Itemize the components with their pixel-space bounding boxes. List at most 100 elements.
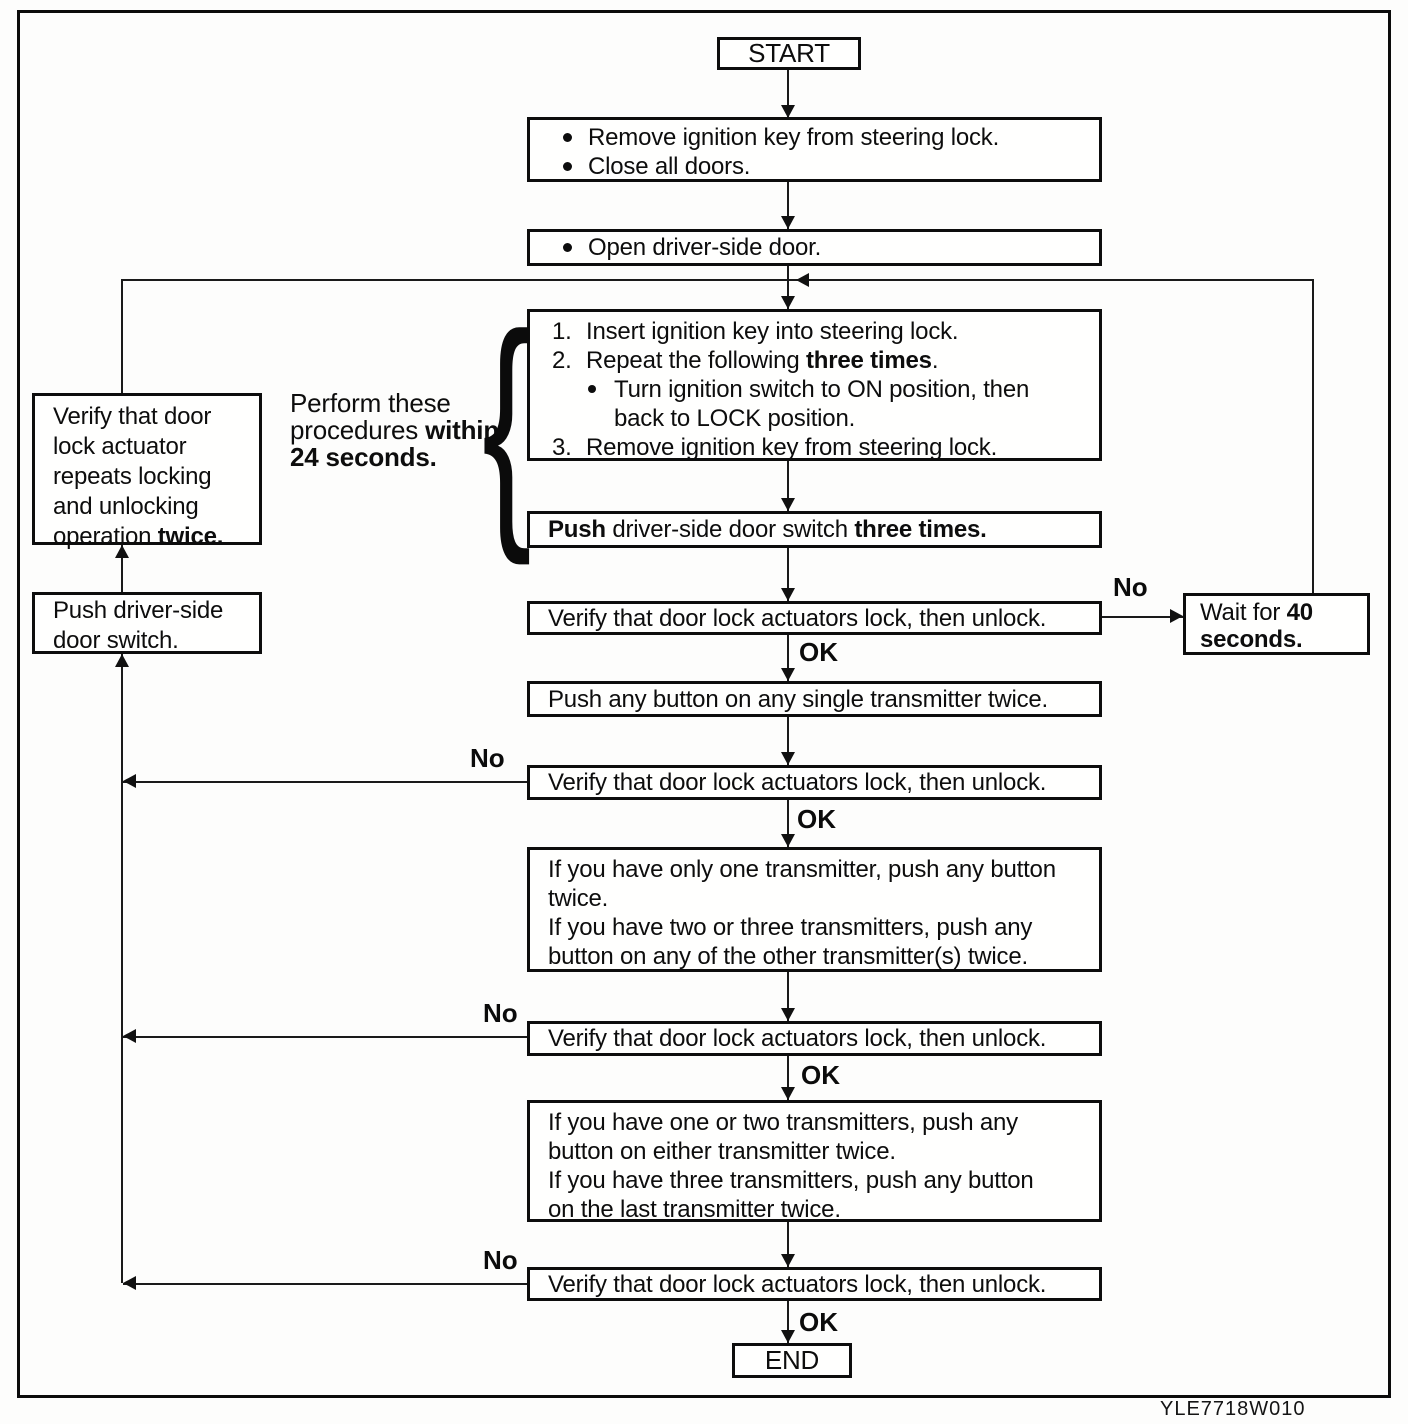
bullet-icon (588, 385, 596, 393)
connector-line (787, 972, 789, 1021)
arrowhead-down-icon (781, 498, 795, 511)
note-text-bold: 24 seconds. (290, 442, 437, 472)
ok-label: OK (799, 637, 838, 667)
connector-line (787, 182, 789, 229)
connector-line (787, 266, 789, 309)
node-verify-4: Verify that door lock actuators lock, th… (527, 1267, 1102, 1301)
node-verify-actuator-twice: Verify that door lock actuator repeats l… (32, 393, 262, 550)
arrowhead-down-icon (781, 216, 795, 229)
no-branch-line (123, 1283, 527, 1285)
step-text: Push driver-side (53, 597, 224, 624)
arrowhead-left-icon (123, 1029, 136, 1043)
feedback-line (121, 654, 123, 1283)
step-text: repeats locking (53, 463, 212, 490)
step-text: Close all doors. (588, 153, 751, 180)
node-push-door-switch: Push driver-side door switch. (32, 592, 262, 654)
step-text: twice. (548, 885, 609, 912)
arrowhead-right-icon (1170, 609, 1183, 623)
connector-line (787, 70, 789, 118)
node-verify-3: Verify that door lock actuators lock, th… (527, 1021, 1102, 1056)
step-text-part: . (931, 347, 939, 374)
step-text: Push driver-side door switch three times… (548, 515, 987, 544)
step-text: Turn ignition switch to ON position, the… (614, 376, 1030, 403)
node-verify-1: Verify that door lock actuators lock, th… (527, 601, 1102, 635)
arrowhead-down-icon (781, 1087, 795, 1100)
connector-line (787, 461, 789, 511)
node-last-transmitter: If you have one or two transmitters, pus… (527, 1100, 1102, 1223)
ok-label: OK (799, 1307, 838, 1337)
arrowhead-down-icon (781, 296, 795, 309)
no-branch-line (1102, 616, 1183, 618)
step-text-bold: 40 (1286, 599, 1313, 626)
arrowhead-up-icon (115, 654, 129, 667)
note-line: procedures within (290, 417, 499, 444)
step-number: 1. (552, 318, 572, 345)
wait-line: Wait for 40 (1200, 599, 1367, 626)
no-label: No (483, 1245, 518, 1275)
step-text: Verify that door (53, 403, 212, 430)
step-text-bold: three times. (854, 516, 987, 543)
step-text: Insert ignition key into steering lock. (586, 318, 959, 345)
note-text-part: procedures (290, 415, 426, 445)
figure-code: YLE7718W010 (1160, 1398, 1306, 1420)
node-verify-2: Verify that door lock actuators lock, th… (527, 765, 1102, 800)
step-text: and unlocking (53, 493, 199, 520)
no-label: No (483, 998, 518, 1028)
arrowhead-down-icon (781, 105, 795, 118)
connector-line (787, 1301, 789, 1343)
connector-line (121, 545, 123, 592)
numbered-step: 1. Insert ignition key into steering loc… (552, 317, 1099, 346)
step-text: Push any button on any single transmitte… (548, 685, 1049, 713)
step-text: button on either transmitter twice. (548, 1138, 896, 1165)
step-text: If you have only one transmitter, push a… (548, 856, 1056, 883)
arrowhead-down-icon (781, 1254, 795, 1267)
note-line: 24 seconds. (290, 444, 499, 471)
feedback-line (1312, 279, 1314, 593)
step-number: 3. (552, 434, 572, 461)
no-branch-line (123, 781, 527, 783)
ok-label: OK (801, 1060, 840, 1090)
connector-line (787, 635, 789, 681)
ok-label: OK (797, 804, 836, 834)
step-text: operation twice. (53, 522, 259, 552)
step-text-bold: three times (805, 347, 932, 374)
arrowhead-down-icon (781, 1008, 795, 1021)
connector-line (787, 1222, 789, 1267)
arrowhead-left-icon (796, 273, 809, 287)
node-end: END (732, 1343, 852, 1378)
arrowhead-down-icon (781, 834, 795, 847)
node-open-door: Open driver-side door. (527, 229, 1102, 266)
step-text: button on any of the other transmitter(s… (548, 943, 1028, 970)
connector-line (787, 717, 789, 765)
start-label: START (748, 38, 830, 68)
step-text: Verify that door lock actuators lock, th… (548, 1025, 1047, 1052)
step-text: Verify that door lock actuators lock, th… (548, 1270, 1047, 1298)
list-item: Remove ignition key from steering lock. (563, 123, 1099, 152)
step-text: Remove ignition key from steering lock. (586, 434, 998, 461)
node-preparation: Remove ignition key from steering lock. … (527, 117, 1102, 182)
step-text: If you have three transmitters, push any… (548, 1167, 1034, 1194)
list-item: Close all doors. (563, 152, 1099, 181)
arrowhead-left-icon (123, 1276, 136, 1290)
step-text: door switch. (53, 627, 179, 654)
node-wait-40s: Wait for 40 seconds. (1183, 593, 1370, 655)
node-push-door-switch-3: Push driver-side door switch three times… (527, 511, 1102, 548)
step-text: Repeat the following three times. (586, 346, 938, 375)
arrowhead-down-icon (781, 1330, 795, 1343)
step-text: If you have two or three transmitters, p… (548, 914, 1033, 941)
no-label: No (470, 743, 505, 773)
step-text: Remove ignition key from steering lock. (588, 124, 1000, 151)
step-text: on the last transmitter twice. (548, 1196, 841, 1223)
feedback-line (121, 279, 1314, 281)
list-item: Open driver-side door. (563, 233, 1099, 262)
node-key-procedure: 1. Insert ignition key into steering loc… (527, 309, 1102, 461)
note-text-bold: within (425, 415, 500, 445)
connector-line (787, 548, 789, 601)
bullet-icon (563, 243, 572, 252)
step-text: Verify that door lock actuators lock, th… (548, 769, 1047, 796)
step-text: Open driver-side door. (588, 234, 822, 261)
numbered-step: 2. Repeat the following three times. (552, 346, 1099, 375)
step-text-bold: Push (548, 516, 606, 543)
feedback-line (121, 279, 123, 393)
bullet-icon (563, 162, 572, 171)
